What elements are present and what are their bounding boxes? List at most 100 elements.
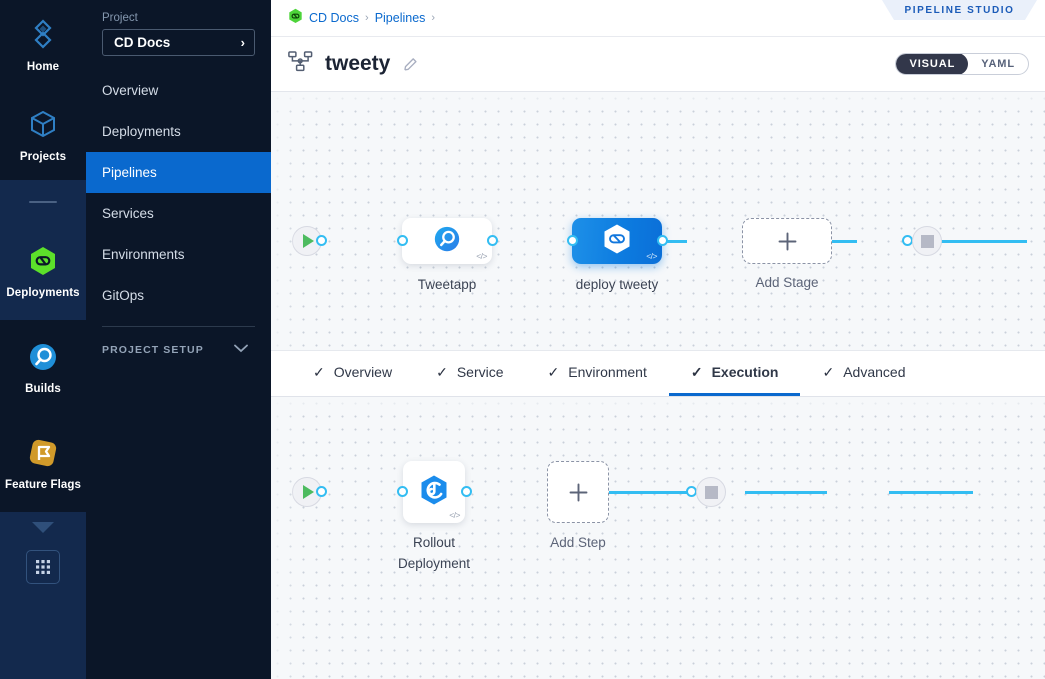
tab-advanced[interactable]: ✓ Advanced — [800, 351, 927, 396]
tab-label: Environment — [568, 364, 647, 380]
step-start-port[interactable] — [316, 486, 327, 497]
sidebar-divider — [102, 326, 255, 327]
rail-item-feature-flags[interactable]: Feature Flags — [0, 416, 86, 512]
execution-steps-canvas[interactable]: </> Rollout Deployment Add Step — [271, 397, 1045, 679]
add-step-box[interactable] — [547, 461, 609, 523]
tab-label: Service — [456, 364, 504, 380]
step-node-rollout-in-port[interactable] — [397, 486, 408, 497]
end-circle — [696, 477, 726, 507]
stage-start-port[interactable] — [316, 235, 327, 246]
rail-item-builds[interactable]: Builds — [0, 320, 86, 416]
deployments-hex-icon — [27, 245, 59, 282]
add-stage-label: Add Stage — [755, 275, 819, 290]
sidebar-item-services[interactable]: Services — [86, 193, 271, 234]
sidebar-item-gitops[interactable]: GitOps — [86, 275, 271, 316]
check-icon: ✓ — [547, 364, 560, 380]
tab-overview[interactable]: ✓ Overview — [291, 351, 414, 396]
code-badge: </> — [449, 510, 460, 520]
view-mode-toggle[interactable]: VISUAL YAML — [895, 53, 1029, 75]
check-icon: ✓ — [822, 364, 835, 380]
stop-icon — [704, 485, 718, 499]
step-link-start — [597, 491, 687, 494]
breadcrumb-link-pipelines[interactable]: Pipelines — [374, 11, 426, 25]
pencil-icon[interactable] — [402, 56, 419, 73]
check-icon: ✓ — [690, 364, 703, 380]
play-icon — [303, 234, 314, 248]
main-content: PIPELINE STUDIO CD Docs › Pipelines › — [271, 0, 1045, 679]
app-grid-button[interactable] — [26, 550, 60, 584]
stage-node-deploy-tweety[interactable]: </> — [572, 218, 662, 264]
stage-canvas[interactable]: </> Tweetapp </> — [271, 92, 1045, 350]
sidebar-item-environments[interactable]: Environments — [86, 234, 271, 275]
plus-icon — [569, 483, 587, 501]
tab-execution[interactable]: ✓ Execution — [668, 351, 801, 396]
rail-label-projects: Projects — [19, 150, 67, 163]
sidebar-project-setup-toggle[interactable]: PROJECT SETUP — [86, 339, 271, 361]
feature-flag-icon — [27, 437, 59, 474]
chevron-right-icon: › — [240, 35, 245, 50]
sidebar-item-overview[interactable]: Overview — [86, 70, 271, 111]
builds-circle-icon — [27, 341, 59, 378]
step-link-1 — [745, 491, 827, 494]
sidebar-item-label: Environments — [102, 247, 185, 262]
stop-icon — [920, 234, 934, 248]
stage-node-deploy-in-port[interactable] — [567, 235, 578, 246]
add-step-label: Add Step — [550, 535, 606, 550]
rail-item-projects[interactable]: Projects — [0, 90, 86, 180]
rail-label-deployments: Deployments — [6, 286, 80, 299]
tab-environment[interactable]: ✓ Environment — [526, 351, 669, 396]
project-sidebar: Project CD Docs › Overview Deployments P… — [86, 0, 271, 679]
sidebar-item-label: Services — [102, 206, 154, 221]
check-icon: ✓ — [436, 364, 448, 380]
rail-footer — [0, 542, 86, 679]
breadcrumb-separator: › — [431, 12, 436, 24]
tab-label: Execution — [711, 364, 779, 380]
stage-node-tweetapp-label: Tweetapp — [417, 277, 477, 292]
app-grid-icon — [36, 560, 50, 574]
stage-node-tweetapp-out-port[interactable] — [487, 235, 498, 246]
step-link-end — [889, 491, 973, 494]
project-selector-name: CD Docs — [114, 35, 171, 50]
rail-more-button[interactable] — [0, 512, 86, 542]
rail-label-feature-flags: Feature Flags — [4, 478, 82, 491]
step-node-rollout-deployment[interactable]: </> — [403, 461, 465, 523]
stage-card[interactable]: </> — [402, 218, 492, 264]
rail-divider-line — [29, 201, 57, 203]
sidebar-section-label: Project — [102, 12, 138, 24]
breadcrumb-separator: › — [365, 12, 369, 24]
sidebar-item-label: Overview — [102, 83, 159, 98]
rail-label-home: Home — [26, 60, 60, 73]
step-node-rollout-out-port[interactable] — [461, 486, 472, 497]
stage-end-node[interactable] — [912, 226, 942, 256]
code-badge: </> — [476, 251, 487, 261]
add-stage-box[interactable] — [742, 218, 832, 264]
rail-item-home[interactable]: Home — [0, 0, 86, 90]
stage-tab-bar: ✓ Overview ✓ Service ✓ Environment ✓ Exe… — [271, 350, 1045, 397]
sidebar-project-setup-label: PROJECT SETUP — [102, 344, 204, 356]
toggle-option-visual[interactable]: VISUAL — [896, 54, 969, 74]
stage-card[interactable]: </> — [572, 218, 662, 264]
rail-item-deployments[interactable]: Deployments — [0, 224, 86, 320]
primary-nav-rail: Home Projects — [0, 0, 86, 679]
breadcrumb-link-cd-docs[interactable]: CD Docs — [309, 11, 360, 25]
stage-node-tweetapp[interactable]: </> — [402, 218, 492, 264]
stage-node-deploy-out-port[interactable] — [657, 235, 668, 246]
toggle-option-yaml[interactable]: YAML — [981, 58, 1015, 70]
rail-label-builds: Builds — [25, 382, 61, 395]
stage-node-deploy-tweety-label: deploy tweety — [575, 277, 659, 292]
sidebar-item-pipelines[interactable]: Pipelines — [86, 152, 271, 193]
add-step-button[interactable] — [547, 461, 609, 523]
stage-node-tweetapp-in-port[interactable] — [397, 235, 408, 246]
tab-service[interactable]: ✓ Service — [414, 351, 525, 396]
rail-divider — [0, 180, 86, 224]
project-selector[interactable]: CD Docs › — [102, 29, 255, 56]
add-stage-button[interactable] — [742, 218, 832, 264]
sidebar-item-deployments[interactable]: Deployments — [86, 111, 271, 152]
step-card[interactable]: </> — [403, 461, 465, 523]
step-end-node[interactable] — [696, 477, 726, 507]
pipeline-title-bar: tweety VISUAL YAML — [271, 37, 1045, 92]
sidebar-nav: Overview Deployments Pipelines Services … — [86, 70, 271, 316]
sidebar-item-label: Pipelines — [102, 165, 157, 180]
kubernetes-hex-icon — [419, 474, 449, 511]
